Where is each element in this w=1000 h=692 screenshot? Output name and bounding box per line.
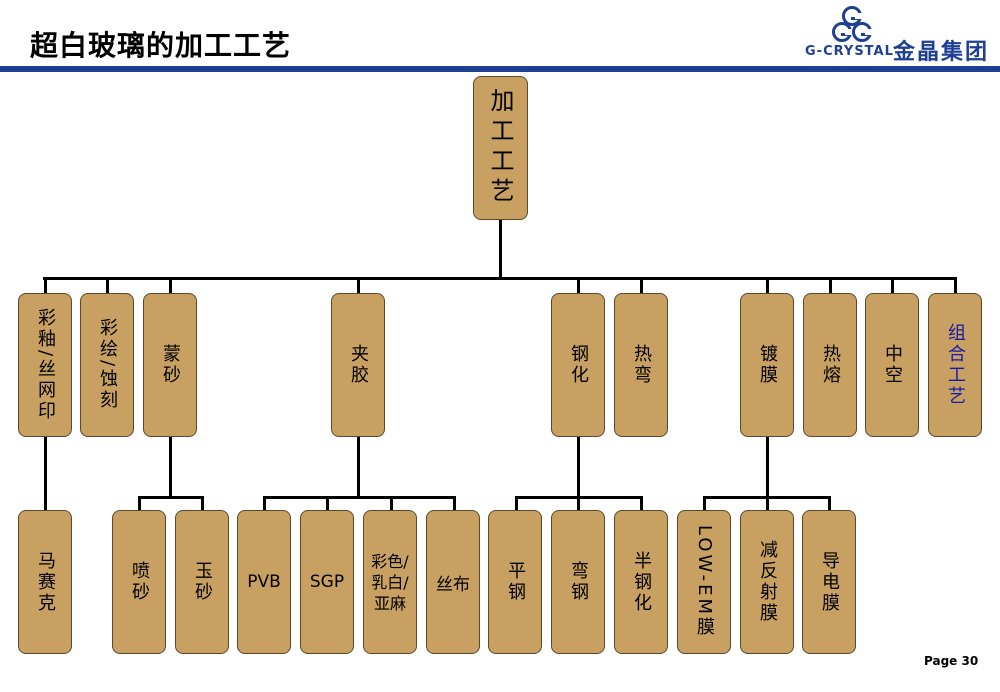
node-hot-bending: 热弯 <box>614 293 668 437</box>
logo-chinese-name: 金晶集团 <box>893 39 990 65</box>
node-label: 组合工艺 <box>945 323 966 407</box>
sub-bus <box>138 496 204 499</box>
node-silk-cloth: 丝布 <box>426 510 480 654</box>
drop-line <box>44 279 47 295</box>
drop-line <box>766 279 769 295</box>
node-painting-etching: 彩绘/蚀刻 <box>80 293 134 437</box>
node-label: 中空 <box>882 344 903 386</box>
node-bent-tempered: 弯钢 <box>551 510 605 654</box>
sub-connector <box>169 437 172 497</box>
drop-line <box>106 279 109 295</box>
root-node-label: 加工工艺 <box>486 88 514 208</box>
sub-drop <box>453 496 456 510</box>
header-rule <box>0 66 1000 72</box>
node-flat-tempered: 平钢 <box>488 510 542 654</box>
logo-g-mark-icon <box>832 22 852 42</box>
node-label: 导电膜 <box>819 550 840 614</box>
node-tempering: 钢化 <box>551 293 605 437</box>
node-label: 丝布 <box>436 574 470 595</box>
drop-line <box>640 279 643 295</box>
node-label: 半钢化 <box>631 550 652 614</box>
logo-text: G-CRYSTAL <box>805 44 894 59</box>
sub-connector <box>577 437 580 497</box>
node-label: 蒙砂 <box>160 344 181 386</box>
node-label: 平钢 <box>505 561 526 603</box>
node-conductive-film: 导电膜 <box>802 510 856 654</box>
node-sandblasting: 喷砂 <box>112 510 166 654</box>
sub-drop <box>577 496 580 510</box>
node-mosaic: 马赛克 <box>18 510 72 654</box>
node-label: 彩色/ 乳白/ 亚麻 <box>371 551 409 613</box>
sub-drop <box>766 496 769 510</box>
node-laminating: 夹胶 <box>331 293 385 437</box>
sub-drop <box>263 496 266 510</box>
node-coating: 镀膜 <box>740 293 794 437</box>
root-connector <box>499 220 502 279</box>
node-label: 玉砂 <box>192 561 213 603</box>
node-heat-strengthened: 半钢化 <box>614 510 668 654</box>
drop-line <box>357 279 360 295</box>
node-label: 热熔 <box>820 344 841 386</box>
sub-drop <box>138 496 141 510</box>
node-fusing: 热熔 <box>803 293 857 437</box>
node-label: 减反射膜 <box>757 540 778 624</box>
sub-drop <box>515 496 518 510</box>
node-combined-process: 组合工艺 <box>928 293 982 437</box>
sub-connector <box>766 437 769 497</box>
drop-line <box>829 279 832 295</box>
page-number: Page 30 <box>924 654 979 668</box>
node-label: LOW-EM膜 <box>694 525 715 639</box>
node-label: 钢化 <box>568 344 589 386</box>
sub-drop <box>201 496 204 510</box>
sub-drop <box>703 496 706 510</box>
company-logo: G-CRYSTAL 金晶集团 <box>805 6 995 65</box>
drop-line <box>891 279 894 295</box>
node-low-e-film: LOW-EM膜 <box>677 510 731 654</box>
sub-bus <box>263 496 456 499</box>
node-insulating: 中空 <box>865 293 919 437</box>
node-label: PVB <box>247 572 281 592</box>
node-label: 镀膜 <box>757 344 778 386</box>
drop-line <box>577 279 580 295</box>
node-frosting: 蒙砂 <box>143 293 197 437</box>
node-glaze-screen-print: 彩釉/丝网印 <box>18 293 72 437</box>
node-label: 马赛克 <box>35 550 56 614</box>
sub-connector <box>44 437 47 510</box>
sub-drop <box>390 496 393 510</box>
node-jade-sand: 玉砂 <box>175 510 229 654</box>
node-anti-reflective-film: 减反射膜 <box>740 510 794 654</box>
node-colored-milky-linen: 彩色/ 乳白/ 亚麻 <box>363 510 417 654</box>
drop-line <box>169 279 172 295</box>
node-label: SGP <box>309 572 345 592</box>
sub-connector <box>357 437 360 497</box>
logo-g-mark-icon <box>842 6 862 26</box>
node-label: 弯钢 <box>568 561 589 603</box>
sub-drop <box>640 496 643 510</box>
logo-g-mark-icon <box>852 22 872 42</box>
node-pvb: PVB <box>237 510 291 654</box>
sub-drop <box>828 496 831 510</box>
node-label: 喷砂 <box>129 561 150 603</box>
node-label: 夹胶 <box>348 344 369 386</box>
node-label: 热弯 <box>631 344 652 386</box>
drop-line <box>954 279 957 295</box>
root-node: 加工工艺 <box>473 76 528 220</box>
sub-drop <box>326 496 329 510</box>
node-label: 彩绘/蚀刻 <box>97 318 118 412</box>
node-label: 彩釉/丝网印 <box>35 307 56 423</box>
slide-title: 超白玻璃的加工工艺 <box>30 29 292 62</box>
node-sgp: SGP <box>300 510 354 654</box>
